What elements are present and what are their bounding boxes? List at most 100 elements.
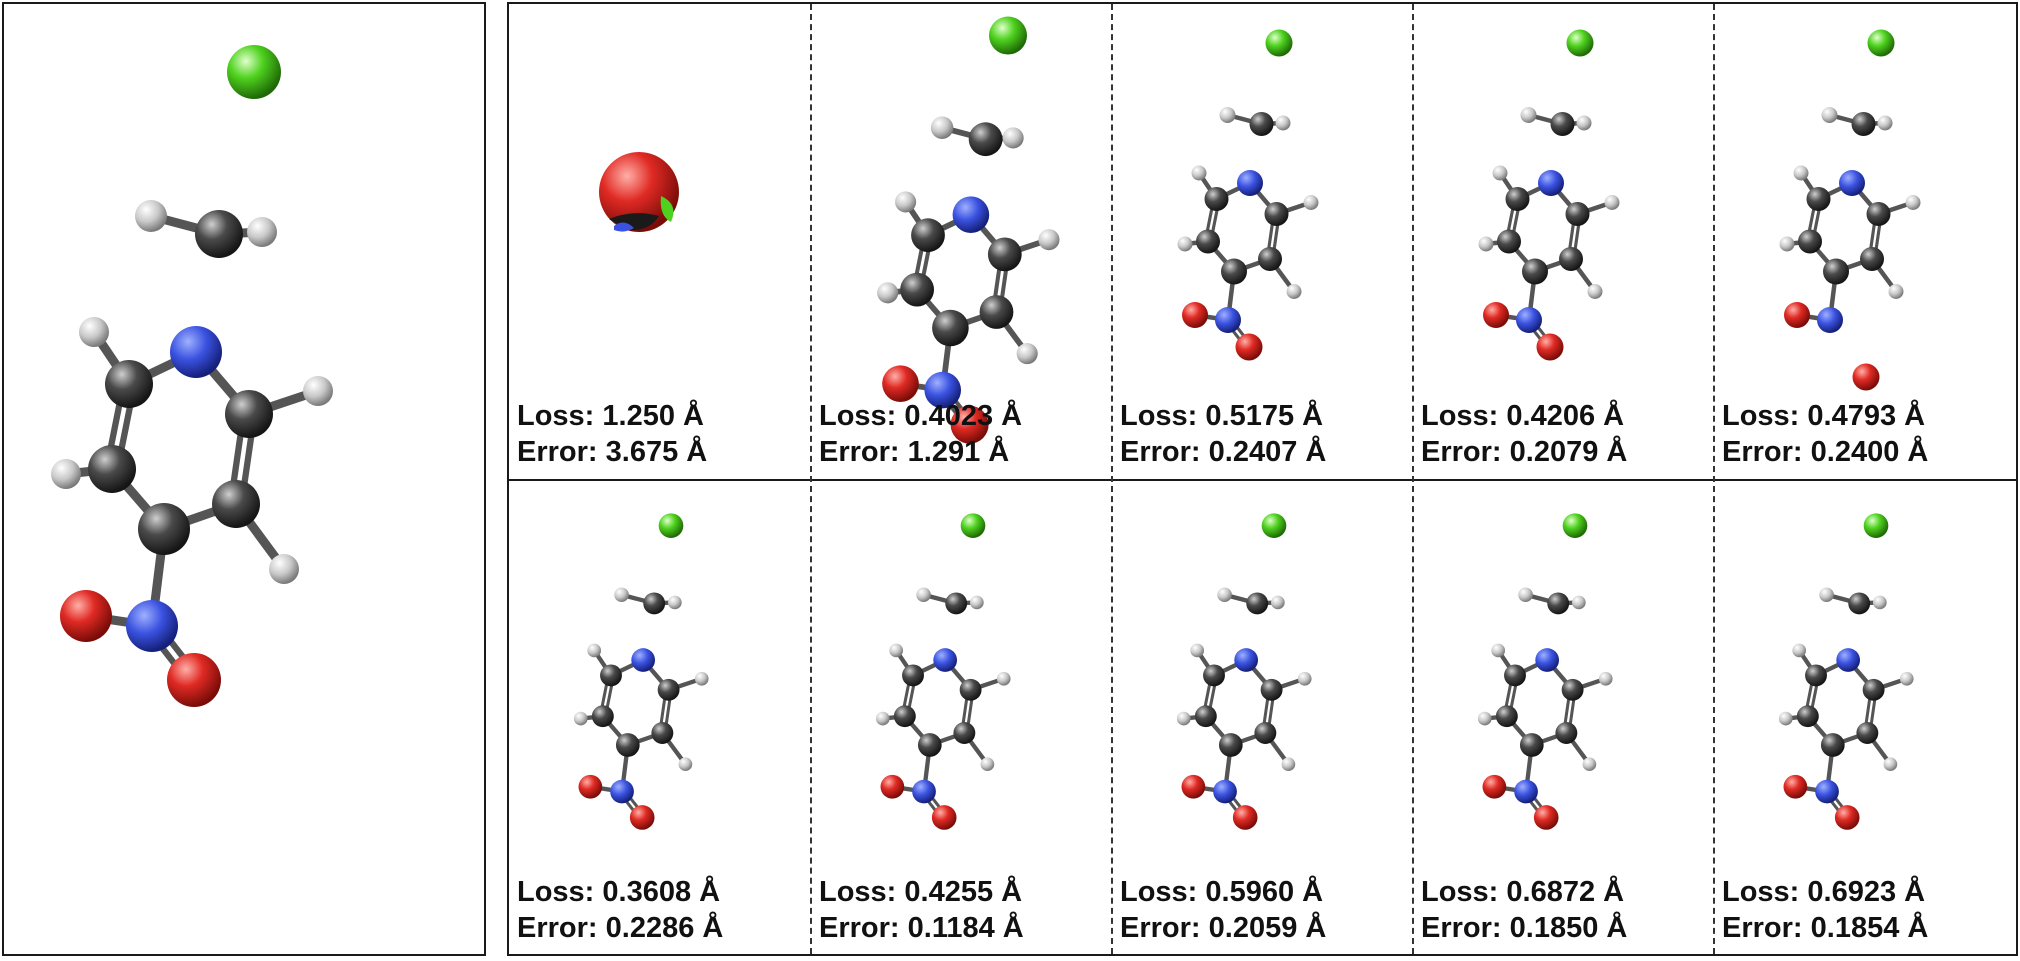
hydrogen-atom	[668, 595, 682, 610]
nitrogen-atom	[1535, 648, 1560, 672]
chlorine-atom	[960, 513, 986, 538]
hydrogen-atom	[1792, 643, 1807, 658]
loss-value: Loss: 0.4023 Å	[819, 400, 1023, 432]
carbon-atom	[1866, 202, 1891, 226]
hydrogen-atom	[1778, 711, 1793, 726]
carbon-atom	[932, 309, 969, 347]
error-value: Error: 1.291 Å	[819, 436, 1010, 468]
carbon-atom	[138, 503, 190, 555]
chlorine-atom	[1566, 29, 1594, 57]
hydrogen-atom	[1883, 757, 1898, 772]
carbon-atom	[1550, 112, 1575, 136]
oxygen-atom	[950, 405, 989, 444]
hydrogen-atom	[1873, 595, 1887, 610]
hydrogen-atom	[1899, 671, 1914, 686]
nitrogen-atom	[614, 222, 634, 232]
hydrogen-atom	[1281, 757, 1296, 772]
hydrogen-atom	[1177, 236, 1193, 252]
carbon-atom	[968, 122, 1003, 157]
hydrogen-atom	[1587, 284, 1603, 299]
hydrogen-atom	[1582, 757, 1597, 772]
carbon-atom	[902, 664, 924, 687]
nitrogen-atom	[1234, 648, 1259, 672]
hydrogen-atom	[135, 200, 167, 232]
carbon-atom	[917, 733, 942, 757]
carbon-atom	[1194, 705, 1217, 728]
molecule-render	[1177, 29, 1319, 361]
chlorine-atom	[1265, 29, 1293, 57]
carbon-atom	[1823, 258, 1849, 285]
carbon-atom	[1820, 733, 1845, 757]
loss-value: Loss: 0.5960 Å	[1120, 876, 1324, 908]
carbon-atom	[1258, 247, 1282, 271]
hydrogen-atom	[1572, 595, 1586, 610]
nitrogen-atom	[1836, 648, 1861, 672]
hydrogen-atom	[1604, 195, 1620, 210]
molecule-render	[573, 513, 709, 830]
oxygen-atom	[60, 590, 112, 642]
column-divider	[1713, 4, 1715, 954]
chlorine-atom	[658, 513, 684, 538]
molecule-render	[1478, 29, 1620, 361]
loss-value: Loss: 0.4255 Å	[819, 876, 1023, 908]
carbon-atom	[1862, 678, 1885, 701]
hydrogen-atom	[1598, 671, 1613, 686]
hydrogen-atom	[1217, 587, 1232, 603]
carbon-atom	[911, 218, 945, 253]
nitrogen-atom	[126, 600, 178, 652]
hydrogen-atom	[1478, 236, 1494, 252]
hydrogen-atom	[1275, 115, 1291, 131]
hydrogen-atom	[970, 595, 984, 610]
carbon-atom	[105, 360, 153, 408]
carbon-atom	[1264, 202, 1289, 226]
loss-value: Loss: 1.250 Å	[517, 400, 704, 432]
chlorine-atom	[227, 45, 281, 99]
nitrogen-atom	[610, 779, 634, 804]
carbon-atom	[945, 592, 968, 615]
hydrogen-atom	[587, 643, 602, 658]
carbon-atom	[1519, 733, 1544, 757]
hydrogen-atom	[877, 282, 899, 304]
carbon-atom	[1246, 592, 1269, 615]
nitrogen-atom	[1817, 307, 1843, 333]
reference-molecule-render	[51, 45, 333, 707]
loss-value: Loss: 0.4793 Å	[1722, 400, 1926, 432]
hydrogen-atom	[1888, 284, 1904, 299]
hydrogen-atom	[573, 711, 588, 726]
hydrogen-atom	[1492, 165, 1508, 181]
chlorine-atom	[1863, 513, 1889, 538]
nitrogen-atom	[1516, 307, 1542, 333]
carbon-atom	[1218, 733, 1243, 757]
hydrogen-atom	[1491, 643, 1506, 658]
carbon-atom	[900, 272, 935, 307]
oxygen-atom	[1533, 805, 1559, 830]
nitrogen-atom	[1237, 170, 1263, 196]
nitrogen-atom	[1215, 307, 1241, 333]
hydrogen-atom	[1286, 284, 1302, 299]
error-value: Error: 0.2079 Å	[1421, 436, 1628, 468]
hydrogen-atom	[1016, 343, 1038, 365]
carbon-atom	[1860, 247, 1884, 271]
collapsed-atom-cluster	[599, 152, 679, 232]
nitrogen-atom	[170, 326, 222, 378]
carbon-atom	[1505, 187, 1530, 211]
carbon-atom	[1203, 664, 1225, 687]
carbon-atom	[1547, 592, 1570, 615]
carbon-atom	[987, 237, 1022, 272]
carbon-atom	[1848, 592, 1871, 615]
carbon-atom	[212, 480, 260, 528]
carbon-atom	[1196, 229, 1220, 254]
hydrogen-atom	[889, 643, 904, 658]
row-divider	[509, 479, 2016, 481]
carbon-atom	[1504, 664, 1526, 687]
oxygen-atom	[1784, 302, 1810, 328]
oxygen-atom	[1482, 774, 1507, 799]
carbon-atom	[1522, 258, 1548, 285]
carbon-atom	[1565, 202, 1590, 226]
hydrogen-atom	[694, 671, 709, 686]
